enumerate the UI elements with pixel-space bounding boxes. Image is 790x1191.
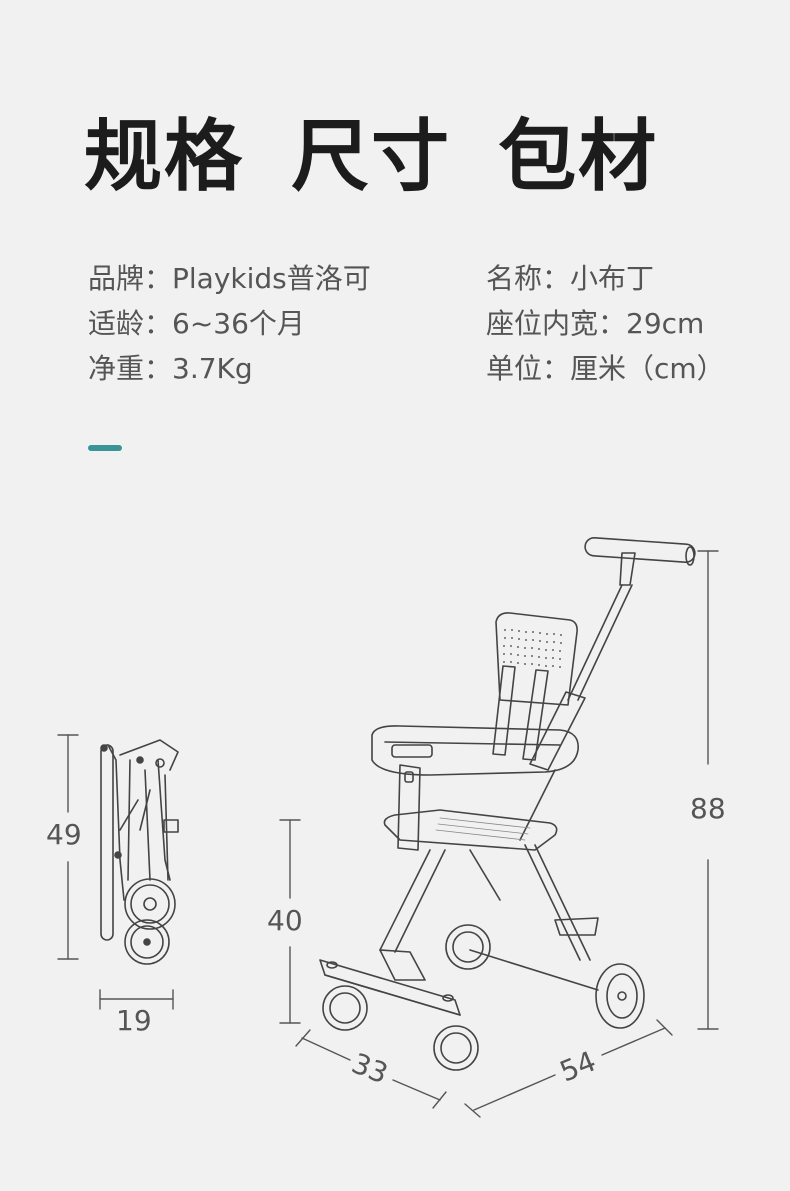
spec-label: 名称：	[486, 262, 571, 295]
accent-divider	[88, 445, 122, 451]
spec-brand: 品牌：Playkids普洛可	[88, 256, 371, 301]
total-height-label: 88	[690, 792, 726, 825]
spec-name: 名称：小布丁	[486, 256, 725, 301]
spec-value: 29cm	[626, 307, 705, 340]
open-dimension-lines	[279, 550, 719, 1118]
folded-dimension-lines	[57, 734, 174, 1010]
folded-width-label: 19	[116, 1004, 152, 1037]
spec-seat-width: 座位内宽：29cm	[486, 301, 725, 346]
spec-label: 座位内宽：	[486, 307, 627, 340]
specs-right: 名称：小布丁 座位内宽：29cm 单位：厘米（cm）	[486, 256, 725, 391]
page-title: 规格 尺寸 包材	[84, 112, 659, 202]
spec-value: 小布丁	[570, 262, 655, 295]
spec-age: 适龄：6~36个月	[88, 301, 371, 346]
specs-left: 品牌：Playkids普洛可 适龄：6~36个月 净重：3.7Kg	[88, 256, 371, 391]
seat-height-label: 40	[267, 904, 303, 937]
spec-value: 3.7Kg	[172, 352, 253, 385]
spec-label: 单位：	[486, 352, 571, 385]
spec-label: 适龄：	[88, 307, 173, 340]
spec-value: 厘米（cm）	[570, 352, 725, 385]
folded-stroller-drawing	[100, 739, 179, 965]
open-stroller-drawing	[319, 536, 696, 1071]
spec-unit: 单位：厘米（cm）	[486, 346, 725, 391]
spec-weight: 净重：3.7Kg	[88, 346, 371, 391]
spec-value: Playkids普洛可	[172, 262, 371, 295]
spec-label: 品牌：	[88, 262, 173, 295]
spec-label: 净重：	[88, 352, 173, 385]
spec-value: 6~36个月	[172, 307, 305, 340]
folded-height-label: 49	[46, 818, 82, 851]
